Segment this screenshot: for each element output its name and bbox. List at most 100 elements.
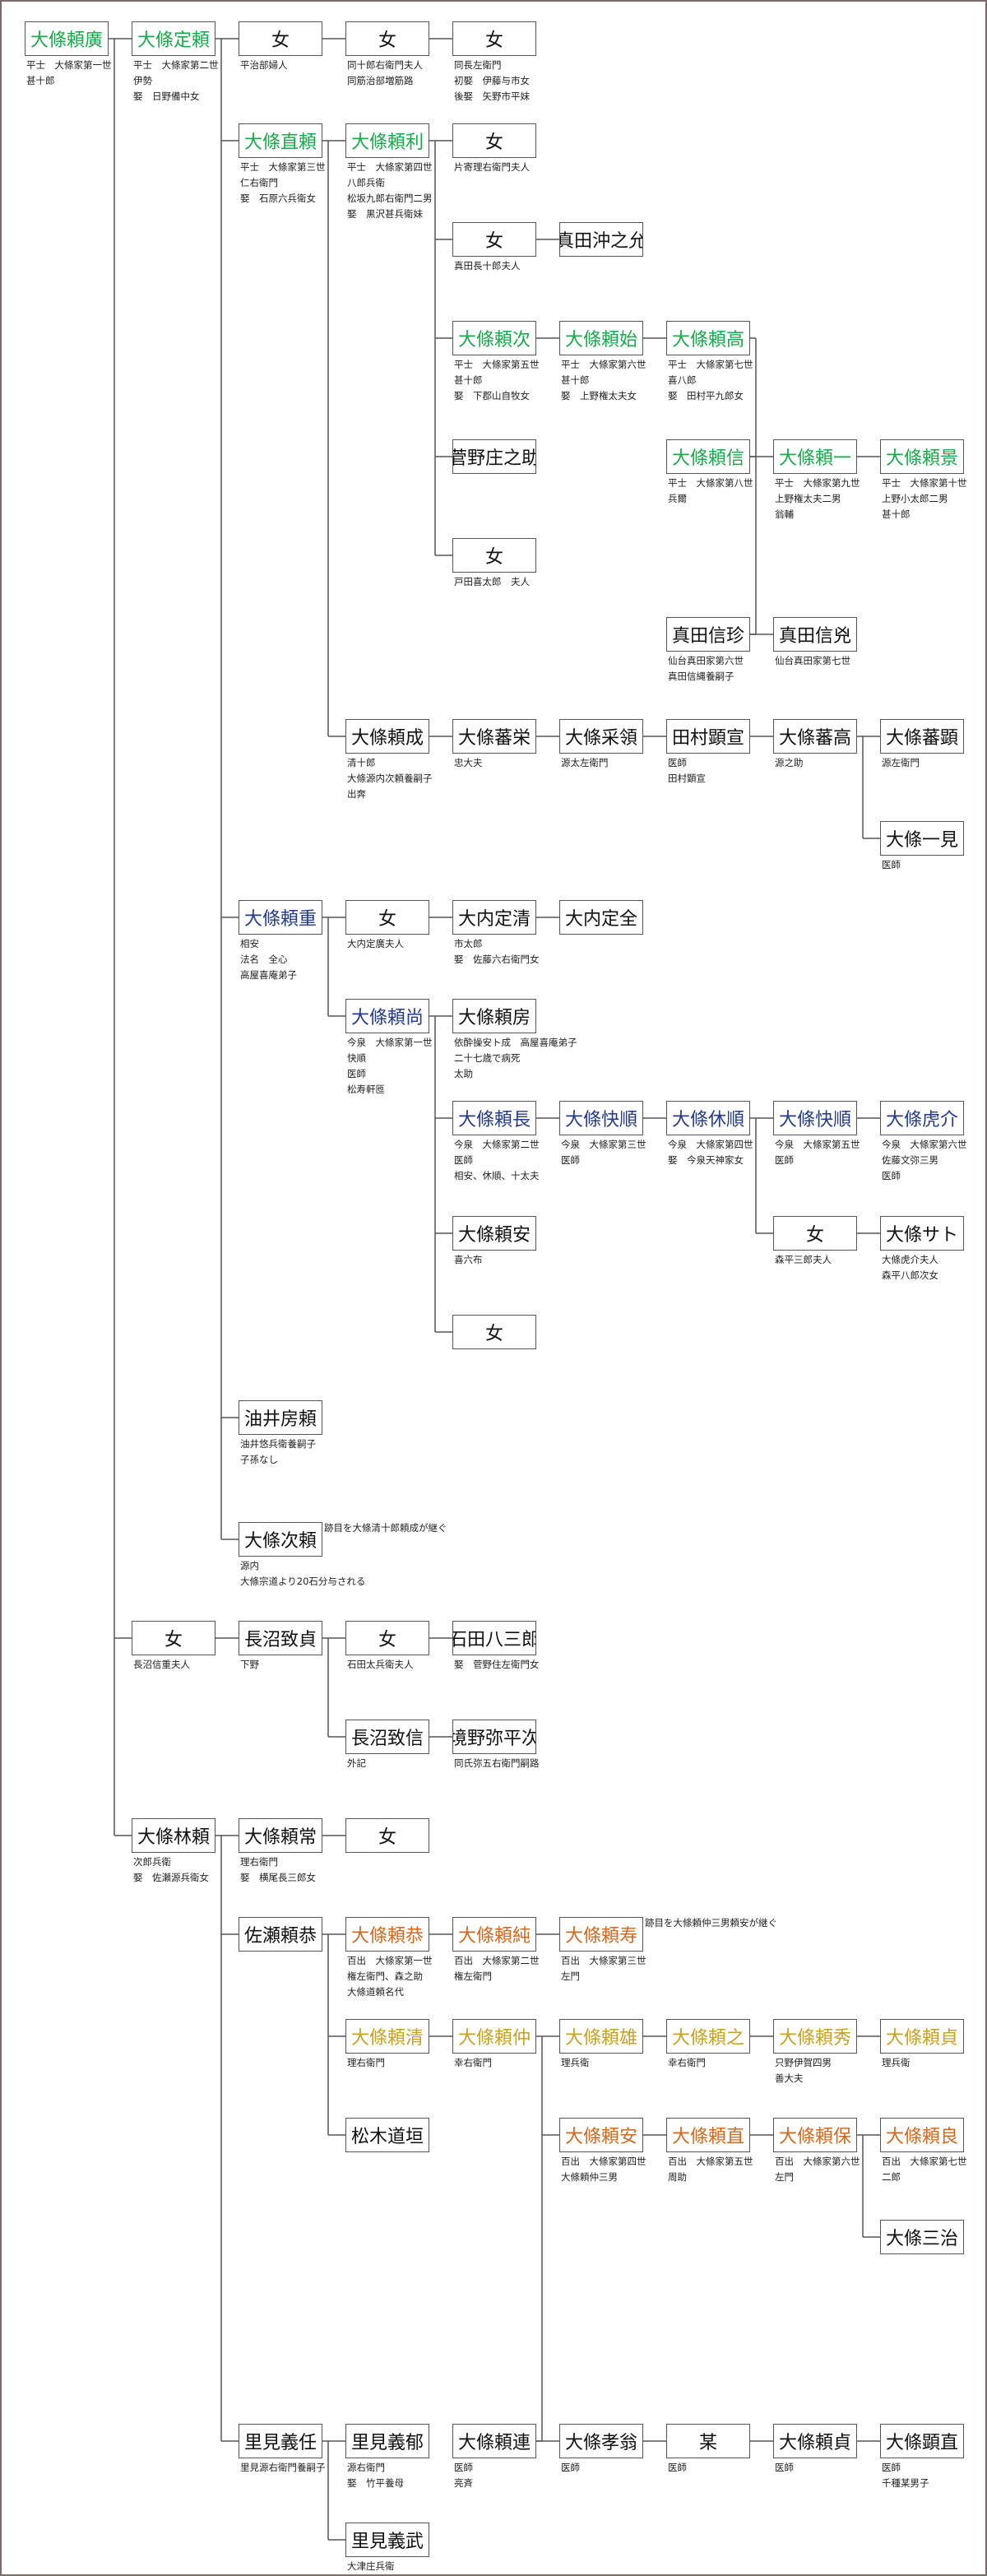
note-line: 百出 大條家第四世	[561, 2156, 646, 2167]
note-line: 娶 今泉天神家女	[668, 1154, 744, 1166]
person-matsuki: 松木道垣	[345, 2118, 429, 2152]
note-line: 平士 大條家第六世	[561, 359, 646, 370]
person-note: 片寄理右衛門夫人	[454, 160, 530, 175]
note-line: 百出 大條家第五世	[668, 2156, 753, 2167]
note-line: 忠大夫	[454, 757, 483, 768]
person-r3c4: 女	[452, 222, 536, 257]
person-yorishige: 大條頼重	[239, 900, 322, 935]
person-yoriyoshi: 大條頼良	[880, 2118, 964, 2152]
person-note: 理兵衛	[882, 2055, 911, 2071]
note-line: 源之助	[775, 757, 804, 768]
person-note: 大内定廣夫人	[347, 936, 404, 952]
note-line: 娶 石原六兵衛女	[240, 193, 316, 204]
person-sadakiyo: 大内定清	[452, 900, 536, 935]
note-line: 大條宗道より20石分与される	[240, 1576, 366, 1587]
note-line: 同筋治部増筋路	[347, 75, 414, 86]
note-line: 源内	[240, 1560, 259, 1571]
person-note: 医師田村顕宣	[668, 755, 706, 787]
person-note: 同長左衛門初娶 伊藤与市女後娶 矢野市平妹	[454, 58, 530, 104]
note-line: 仙台真田家第六世	[668, 655, 744, 666]
note-line: 医師	[668, 2462, 687, 2473]
note-line: 幸右衛門	[668, 2057, 706, 2068]
person-satomi3: 里見義武	[345, 2523, 429, 2557]
note-line: 娶 日野備中女	[133, 91, 200, 102]
note-line: 平士 大條家第三世	[240, 161, 326, 173]
note-line: 大條源内次頼養嗣子	[347, 773, 433, 784]
note-line: 医師	[882, 859, 901, 870]
note-line: 源太左衛門	[561, 757, 609, 768]
person-r2c4: 女	[452, 123, 536, 158]
note-line: 上野小太郎二男	[882, 493, 948, 504]
note-line: 左門	[561, 1970, 580, 1982]
note-line: 医師	[561, 1154, 580, 1166]
person-note: 理右衛門娶 横尾長三郎女	[240, 1854, 316, 1886]
note-line: 娶 横尾長三郎女	[240, 1872, 316, 1883]
person-yoritsune: 大條頼常	[239, 1818, 322, 1853]
note-line: 森平三郎夫人	[775, 1254, 832, 1265]
person-note: 長沼信重夫人	[133, 1657, 190, 1673]
person-note: 今泉 大條家第六世佐藤文弥三男医師	[882, 1137, 967, 1184]
person-sairyo: 大條采領	[559, 719, 643, 754]
note-line: 兵爾	[668, 493, 687, 504]
person-rinrai: 大條林頼	[132, 1818, 215, 1853]
person-ishida: 石田八三郎	[452, 1621, 536, 1655]
succession-note: 跡目を大條頼仲三男頼安が継ぐ	[645, 1917, 777, 1929]
person-yorihisa: 大條頼尚	[345, 999, 429, 1033]
person-yoriyasu: 大條頼安	[452, 1216, 536, 1251]
note-line: 下野	[240, 1659, 259, 1670]
note-line: 八郎兵衛	[347, 177, 385, 188]
person-note: 油井悠兵衛養嗣子子孫なし	[240, 1437, 316, 1468]
note-line: 喜八郎	[668, 374, 697, 386]
person-note: 市太郎娶 佐藤六右衛門女	[454, 936, 540, 968]
note-line: 理右衛門	[240, 1856, 278, 1868]
note-line: 依酔操安ト成 高屋喜庵弟子	[454, 1037, 577, 1048]
note-line: 今泉 大條家第一世	[347, 1037, 433, 1048]
note-line: 油井悠兵衛養嗣子	[240, 1438, 316, 1450]
person-kyujun: 大條休順	[666, 1101, 750, 1135]
person-note: 同氏弥五右衛門嗣路	[454, 1756, 540, 1771]
person-note: 大津庄兵衛	[347, 2559, 395, 2574]
person-yoriyasu4: 大條頼保	[773, 2118, 857, 2152]
note-line: 片寄理右衛門夫人	[454, 161, 530, 173]
note-line: 大津庄兵衛	[347, 2560, 395, 2572]
person-jirai: 大條次頼	[239, 1522, 322, 1557]
note-line: 源左衛門	[882, 757, 920, 768]
person-note: 理兵衛	[561, 2055, 590, 2071]
note-line: 医師	[561, 2462, 580, 2473]
person-note: 平士 大條家第二世伊勢娶 日野備中女	[133, 58, 219, 104]
note-line: 大内定廣夫人	[347, 938, 404, 949]
note-line: 二郎	[882, 2171, 901, 2183]
note-line: 大條道頼名代	[347, 1986, 404, 1998]
person-note: 源太左衛門	[561, 755, 609, 771]
note-line: 松寿軒匜	[347, 1084, 385, 1095]
note-line: 大條頼仲三男	[561, 2171, 618, 2183]
note-line: 里見源右衛門養嗣子	[240, 2462, 326, 2473]
note-line: 甚十郎	[882, 508, 911, 520]
note-line: 理兵衛	[561, 2057, 590, 2068]
person-r5c4: 女	[452, 538, 536, 573]
person-note: 平士 大條家第十世上野小太郎二男甚十郎	[882, 476, 967, 522]
note-line: 太助	[454, 1068, 473, 1079]
note-line: 今泉 大條家第五世	[775, 1139, 860, 1150]
person-note: 平士 大條家第八世兵爾	[668, 476, 753, 507]
person-r17c3: 女	[345, 1621, 429, 1655]
note-line: 相安	[240, 938, 259, 949]
note-line: 今泉 大條家第六世	[882, 1139, 967, 1150]
person-yorimoto: 大條頼始	[559, 321, 643, 355]
person-r19c3: 女	[345, 1818, 429, 1853]
person-yui: 油井房頼	[239, 1400, 322, 1435]
note-line: 同十郎右衛門夫人	[347, 59, 423, 71]
person-yorihide: 大條頼秀	[773, 2019, 857, 2054]
note-line: 翁輔	[775, 508, 794, 520]
person-note: 源右衛門娶 竹平養母	[347, 2460, 404, 2491]
person-yorinao: 大條直頼	[239, 123, 322, 158]
note-line: 左門	[775, 2171, 794, 2183]
note-line: 幸右衛門	[454, 2057, 492, 2068]
person-note: 医師	[775, 2460, 794, 2476]
note-line: 医師	[882, 2462, 901, 2473]
note-line: 百出 大條家第二世	[454, 1955, 540, 1966]
person-note: 石田太兵衛夫人	[347, 1657, 414, 1673]
person-note: 百出 大條家第五世周助	[668, 2154, 753, 2185]
person-note: 依酔操安ト成 高屋喜庵弟子二十七歳で病死太助	[454, 1035, 577, 1082]
